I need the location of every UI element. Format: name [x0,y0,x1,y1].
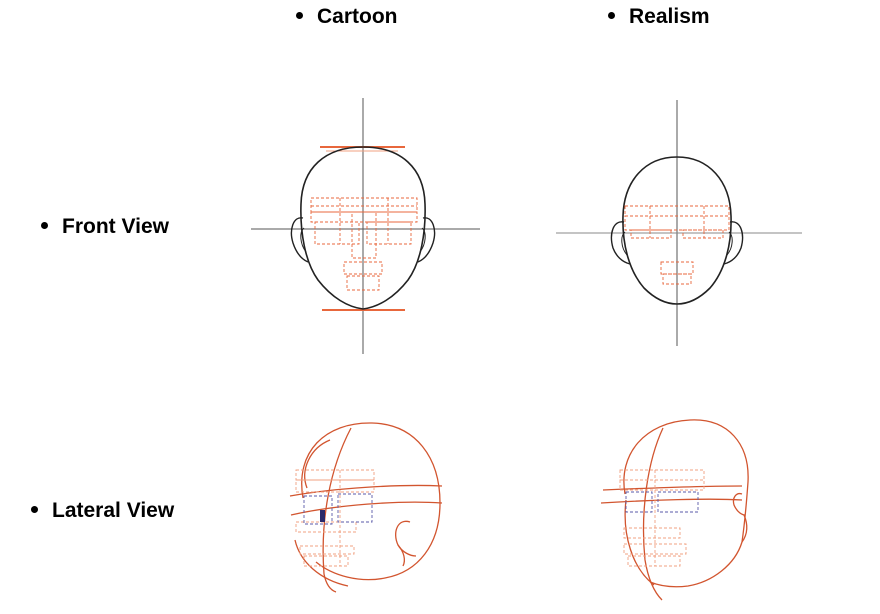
cartoon-lateral-sketch [289,422,443,593]
bullet-icon [31,505,38,513]
head-outline [622,156,732,305]
left-ear-inner [300,227,307,253]
bullet-icon [41,221,48,229]
realism-lateral-eye-guides [625,491,699,513]
bullet-icon [608,11,615,19]
realism-lateral-head [600,419,749,601]
left-ear [610,221,631,265]
head-outline [300,146,426,310]
realism-lateral-guides [619,469,705,567]
right-ear [417,217,436,263]
cartoon-lateral-head [289,422,443,593]
realism-lateral-sketch [600,419,749,601]
cartoon-eye-pupil [320,510,325,522]
column-header-realism-text: Realism [629,5,710,28]
row-header-front-view-text: Front View [62,215,169,238]
cartoon-front-guides [310,197,418,291]
column-header-cartoon: Cartoon [296,6,398,27]
left-ear-inner [621,231,628,256]
column-header-realism: Realism [608,6,710,27]
row-header-front-view: Front View [41,216,169,237]
cartoon-front-head [251,98,480,354]
cartoon-lateral-eye-guides [303,493,373,525]
bullet-icon [296,11,303,19]
column-header-cartoon-text: Cartoon [317,5,398,28]
realism-front-head [556,100,802,346]
left-ear [290,217,309,263]
right-ear-inner [726,231,733,256]
right-ear [723,221,744,265]
right-ear-inner [419,227,426,253]
row-header-lateral-view: Lateral View [31,500,174,521]
row-header-lateral-view-text: Lateral View [52,499,175,522]
cartoon-lateral-guides [295,469,375,567]
realism-front-guides [624,205,730,285]
